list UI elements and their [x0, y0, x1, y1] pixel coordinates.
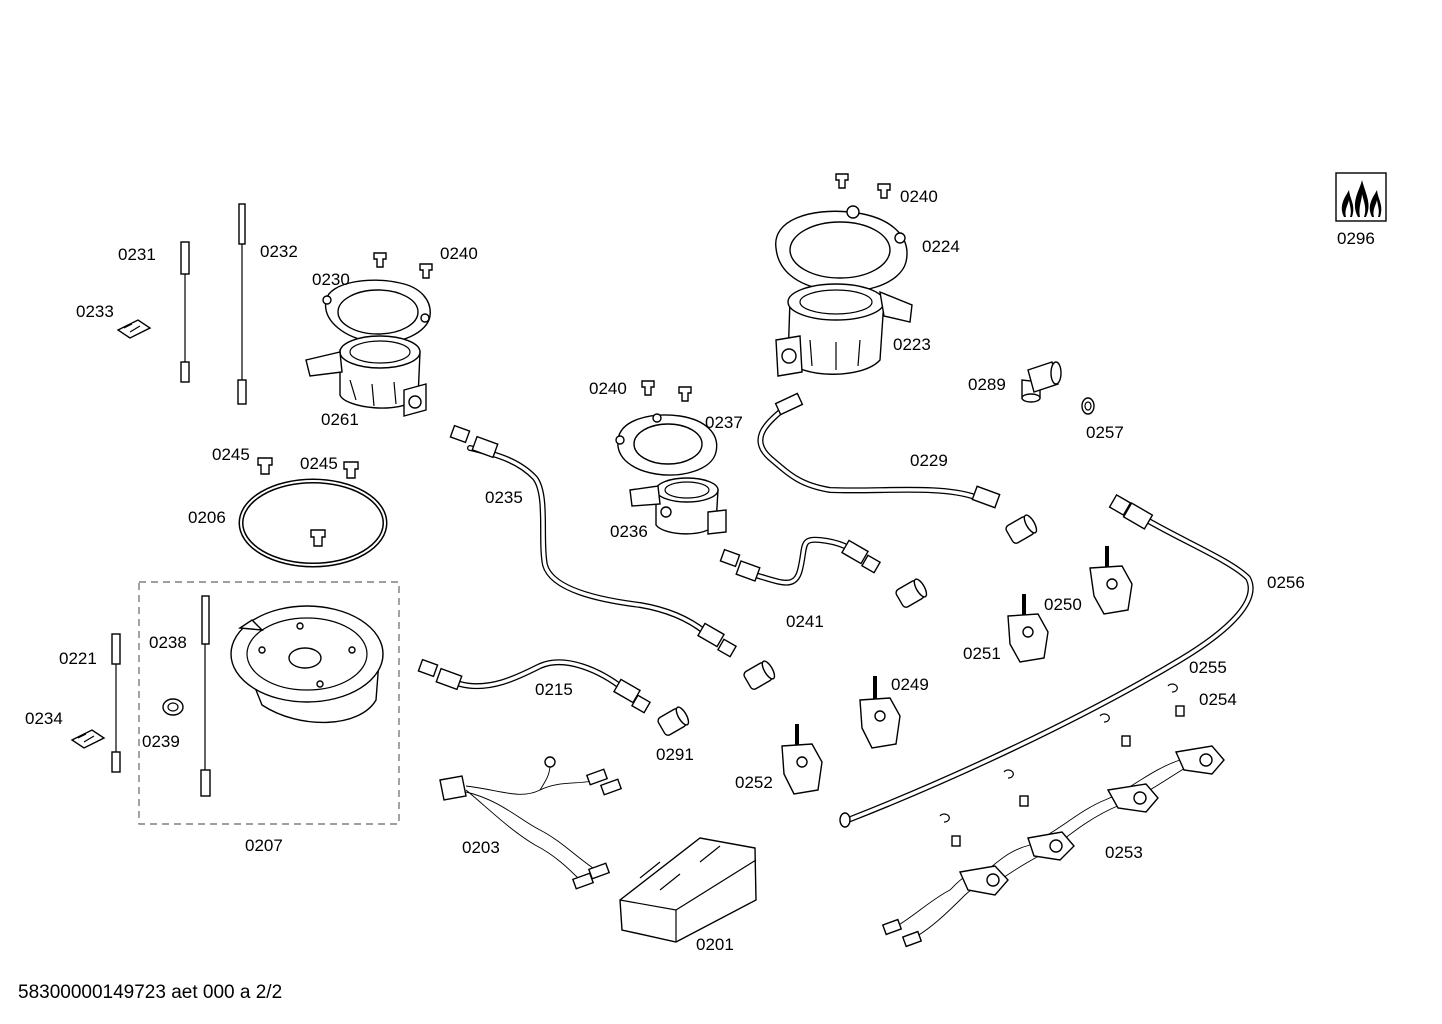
label-0296: 0296 — [1337, 229, 1375, 248]
gas-tube-0215 — [417, 658, 652, 714]
burner-housing-0223 — [775, 283, 913, 377]
label-0221: 0221 — [59, 649, 97, 668]
label-0230: 0230 — [312, 270, 350, 289]
label-0224: 0224 — [922, 237, 960, 256]
label-0257: 0257 — [1086, 423, 1124, 442]
label-0240: 0240 — [900, 187, 938, 206]
label-0203: 0203 — [462, 838, 500, 857]
gas-tube-0256 — [839, 493, 1254, 828]
gas-valve-0249 — [859, 676, 901, 749]
nut-0291-group — [657, 514, 1038, 736]
gasket-0237 — [615, 413, 718, 476]
screws-0240-middle — [641, 380, 692, 402]
ignition-electrode-0232 — [237, 203, 247, 405]
label-0236: 0236 — [610, 522, 648, 541]
label-0250: 0250 — [1044, 595, 1082, 614]
sealing-ring-0206 — [238, 478, 388, 568]
label-0240: 0240 — [440, 244, 478, 263]
label-0252: 0252 — [735, 773, 773, 792]
gas-tube-0229 — [757, 392, 1001, 509]
label-0232: 0232 — [260, 242, 298, 261]
label-0251: 0251 — [963, 644, 1001, 663]
part-labels: 0296 0231 0232 0240 0230 0233 0261 0240 … — [25, 187, 1375, 954]
control-module-0201 — [619, 837, 757, 943]
gas-valve-0252 — [781, 724, 823, 795]
label-0254: 0254 — [1199, 690, 1237, 709]
label-0233: 0233 — [76, 302, 114, 321]
label-0237: 0237 — [705, 413, 743, 432]
label-0234: 0234 — [25, 709, 63, 728]
gas-valve-0250 — [1089, 546, 1133, 615]
label-0223: 0223 — [893, 335, 931, 354]
label-0229: 0229 — [910, 451, 948, 470]
kit-box-0207 — [70, 581, 400, 825]
label-0261: 0261 — [321, 410, 359, 429]
label-0206: 0206 — [188, 508, 226, 527]
gasket-0224 — [775, 205, 908, 293]
document-id: 58300000149723 aet 000 a 2/2 — [18, 982, 282, 1003]
label-0239: 0239 — [142, 732, 180, 751]
gas-tube-0241 — [719, 536, 882, 586]
gas-valve-0251 — [1007, 594, 1049, 663]
label-0291: 0291 — [656, 745, 694, 764]
label-0253: 0253 — [1105, 843, 1143, 862]
thermocouple-0231 — [180, 241, 190, 383]
label-0289: 0289 — [968, 375, 1006, 394]
label-0245: 0245 — [300, 454, 338, 473]
burner-housing-0236 — [629, 477, 727, 535]
ignition-harness-0253 — [881, 745, 1225, 948]
burner-housing-0261 — [305, 335, 427, 417]
screws-0240-top-right — [835, 173, 891, 199]
label-0215: 0215 — [535, 680, 573, 699]
label-0207: 0207 — [245, 836, 283, 855]
screws-0245 — [257, 457, 359, 479]
springs-and-clips — [939, 683, 1185, 847]
label-0201: 0201 — [696, 935, 734, 954]
screws-0240-top-left — [373, 252, 433, 279]
label-0255: 0255 — [1189, 658, 1227, 677]
wiring-harness-0203 — [439, 756, 623, 890]
gasket-0230 — [322, 279, 431, 344]
label-0245: 0245 — [212, 445, 250, 464]
label-0241: 0241 — [786, 612, 824, 631]
washer-0257 — [1081, 397, 1095, 415]
label-0256: 0256 — [1267, 573, 1305, 592]
gas-tube-0235 — [449, 424, 738, 658]
elbow-fitting-0289 — [1021, 361, 1062, 403]
label-0235: 0235 — [485, 488, 523, 507]
label-0249: 0249 — [891, 675, 929, 694]
label-0231: 0231 — [118, 245, 156, 264]
gas-flame-icon — [1335, 172, 1387, 222]
clip-0233 — [116, 319, 152, 339]
label-0240: 0240 — [589, 379, 627, 398]
label-0238: 0238 — [149, 633, 187, 652]
